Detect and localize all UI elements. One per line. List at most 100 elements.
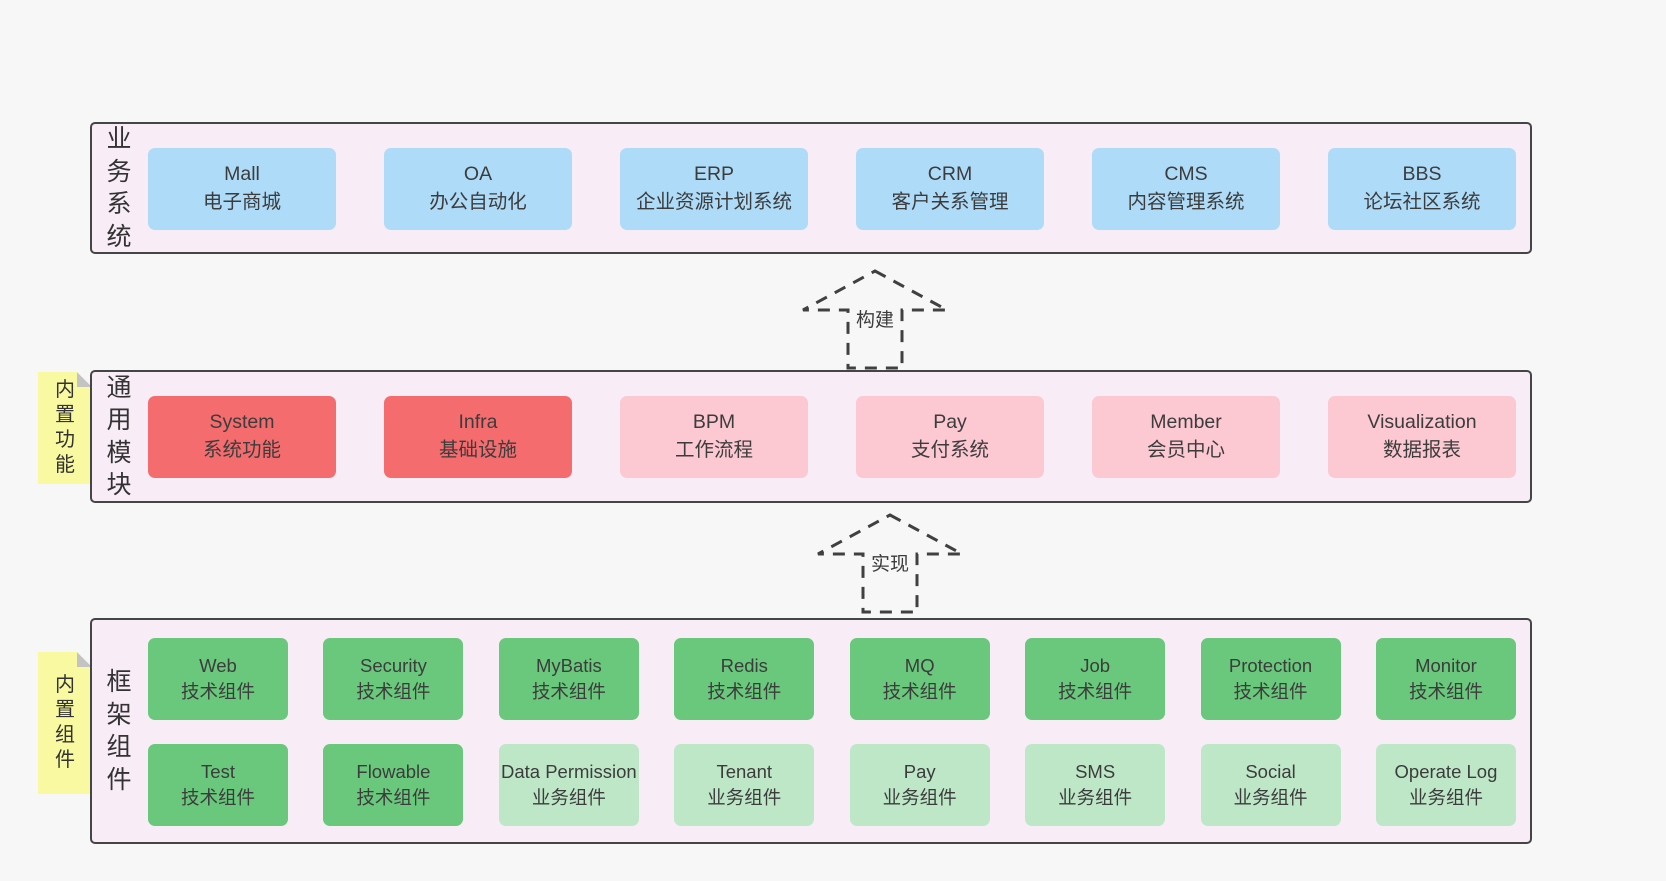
box-title: Member xyxy=(1150,411,1222,434)
box-crm: CRM 客户关系管理 xyxy=(856,148,1044,230)
band-label-framework-components: 框架组件 xyxy=(106,668,132,794)
box-system: System 系统功能 xyxy=(148,396,336,478)
box-title: Operate Log xyxy=(1394,761,1498,783)
band-common-modules: 通用模块 System 系统功能 Infra 基础设施 BPM 工作流程 Pay… xyxy=(90,370,1532,503)
box-operate-log: Operate Log 业务组件 xyxy=(1375,744,1516,826)
box-protection: Protection 技术组件 xyxy=(1200,638,1341,720)
box-subtitle: 会员中心 xyxy=(1146,439,1225,461)
box-bpm: BPM 工作流程 xyxy=(620,396,808,478)
box-subtitle: 支付系统 xyxy=(910,439,989,461)
box-subtitle: 客户关系管理 xyxy=(891,191,1009,213)
business-systems-row: Mall 电子商城 OA 办公自动化 ERP 企业资源计划系统 CRM 客户关系… xyxy=(148,148,1516,230)
sticky-note-built-in-features: 内置功能 xyxy=(38,372,92,484)
box-subtitle: 电子商城 xyxy=(202,191,281,213)
box-subtitle: 基础设施 xyxy=(438,439,517,461)
box-subtitle: 技术组件 xyxy=(180,681,255,702)
box-data-permission: Data Permission 业务组件 xyxy=(498,744,639,826)
box-title: Test xyxy=(201,761,235,783)
box-title: BPM xyxy=(692,411,736,434)
box-title: MyBatis xyxy=(535,655,602,677)
sticky-note-text: 内置组件 xyxy=(55,673,75,772)
box-title: CRM xyxy=(927,163,973,186)
box-subtitle: 数据报表 xyxy=(1382,439,1461,461)
box-title: Security xyxy=(360,655,427,677)
box-title: ERP xyxy=(693,163,735,186)
framework-components-row-1: Web 技术组件 Security 技术组件 MyBatis 技术组件 Redi… xyxy=(148,638,1516,720)
box-subtitle: 技术组件 xyxy=(1058,681,1133,702)
box-title: CMS xyxy=(1164,163,1208,186)
common-modules-row: System 系统功能 Infra 基础设施 BPM 工作流程 Pay 支付系统… xyxy=(148,396,1516,478)
box-subtitle: 内容管理系统 xyxy=(1127,191,1245,213)
arrow-implement-label: 实现 xyxy=(866,548,914,577)
box-title: Pay xyxy=(903,761,936,783)
up-arrow-icon xyxy=(802,269,948,370)
box-title: Infra xyxy=(458,411,498,434)
band-label-common-modules: 通用模块 xyxy=(106,373,132,500)
box-subtitle: 技术组件 xyxy=(531,681,606,702)
box-cms: CMS 内容管理系统 xyxy=(1092,148,1280,230)
up-arrow-icon xyxy=(817,513,963,614)
sticky-note-text: 内置功能 xyxy=(55,378,75,477)
box-pay-component: Pay 业务组件 xyxy=(849,744,990,826)
box-subtitle: 技术组件 xyxy=(356,681,431,702)
arrow-build: 构建 xyxy=(793,268,957,370)
box-title: Monitor xyxy=(1415,655,1477,677)
box-title: System xyxy=(209,411,275,434)
box-subtitle: 业务组件 xyxy=(882,787,957,808)
box-title: Tenant xyxy=(716,761,773,783)
box-bbs: BBS 论坛社区系统 xyxy=(1328,148,1516,230)
framework-components-row-2: Test 技术组件 Flowable 技术组件 Data Permission … xyxy=(148,744,1516,826)
box-title: OA xyxy=(463,163,493,186)
box-subtitle: 业务组件 xyxy=(707,787,782,808)
box-subtitle: 论坛社区系统 xyxy=(1363,191,1481,213)
box-job: Job 技术组件 xyxy=(1025,638,1166,720)
box-subtitle: 业务组件 xyxy=(1058,787,1133,808)
arrow-build-label: 构建 xyxy=(851,304,899,333)
box-subtitle: 业务组件 xyxy=(1408,787,1483,808)
box-subtitle: 技术组件 xyxy=(356,787,431,808)
box-title: SMS xyxy=(1075,761,1116,783)
box-tenant: Tenant 业务组件 xyxy=(674,744,815,826)
box-infra: Infra 基础设施 xyxy=(384,396,572,478)
box-title: Pay xyxy=(933,411,967,434)
box-pay: Pay 支付系统 xyxy=(856,396,1044,478)
box-subtitle: 技术组件 xyxy=(882,681,957,702)
box-title: Job xyxy=(1080,655,1111,677)
box-oa: OA 办公自动化 xyxy=(384,148,572,230)
box-subtitle: 办公自动化 xyxy=(429,191,527,213)
box-title: Protection xyxy=(1228,655,1313,677)
sticky-note-built-in-components: 内置组件 xyxy=(38,652,92,794)
box-subtitle: 技术组件 xyxy=(1408,681,1483,702)
box-title: BBS xyxy=(1402,163,1442,186)
box-subtitle: 技术组件 xyxy=(707,681,782,702)
arrow-implement: 实现 xyxy=(808,512,972,614)
box-mall: Mall 电子商城 xyxy=(148,148,336,230)
box-subtitle: 技术组件 xyxy=(1233,681,1308,702)
box-member: Member 会员中心 xyxy=(1092,396,1280,478)
box-social: Social 业务组件 xyxy=(1200,744,1341,826)
box-subtitle: 系统功能 xyxy=(202,439,281,461)
box-monitor: Monitor 技术组件 xyxy=(1375,638,1516,720)
box-title: Mall xyxy=(224,163,260,186)
box-title: Data Permission xyxy=(500,761,637,783)
box-mybatis: MyBatis 技术组件 xyxy=(498,638,639,720)
box-title: Web xyxy=(199,655,237,677)
box-title: Redis xyxy=(720,655,768,677)
box-mq: MQ 技术组件 xyxy=(849,638,990,720)
box-title: Visualization xyxy=(1367,411,1477,434)
box-title: Social xyxy=(1245,761,1296,783)
box-subtitle: 业务组件 xyxy=(531,787,606,808)
box-redis: Redis 技术组件 xyxy=(674,638,815,720)
band-business-systems: 业务系统 Mall 电子商城 OA 办公自动化 ERP 企业资源计划系统 CRM… xyxy=(90,122,1532,254)
box-visualization: Visualization 数据报表 xyxy=(1328,396,1516,478)
box-flowable: Flowable 技术组件 xyxy=(323,744,464,826)
band-framework-components: 框架组件 Web 技术组件 Security 技术组件 MyBatis 技术组件… xyxy=(90,618,1532,844)
box-sms: SMS 业务组件 xyxy=(1025,744,1166,826)
band-label-business-systems: 业务系统 xyxy=(106,125,132,251)
box-subtitle: 技术组件 xyxy=(180,787,255,808)
box-erp: ERP 企业资源计划系统 xyxy=(620,148,808,230)
box-subtitle: 业务组件 xyxy=(1233,787,1308,808)
box-title: Flowable xyxy=(356,761,431,783)
box-subtitle: 企业资源计划系统 xyxy=(635,191,792,213)
